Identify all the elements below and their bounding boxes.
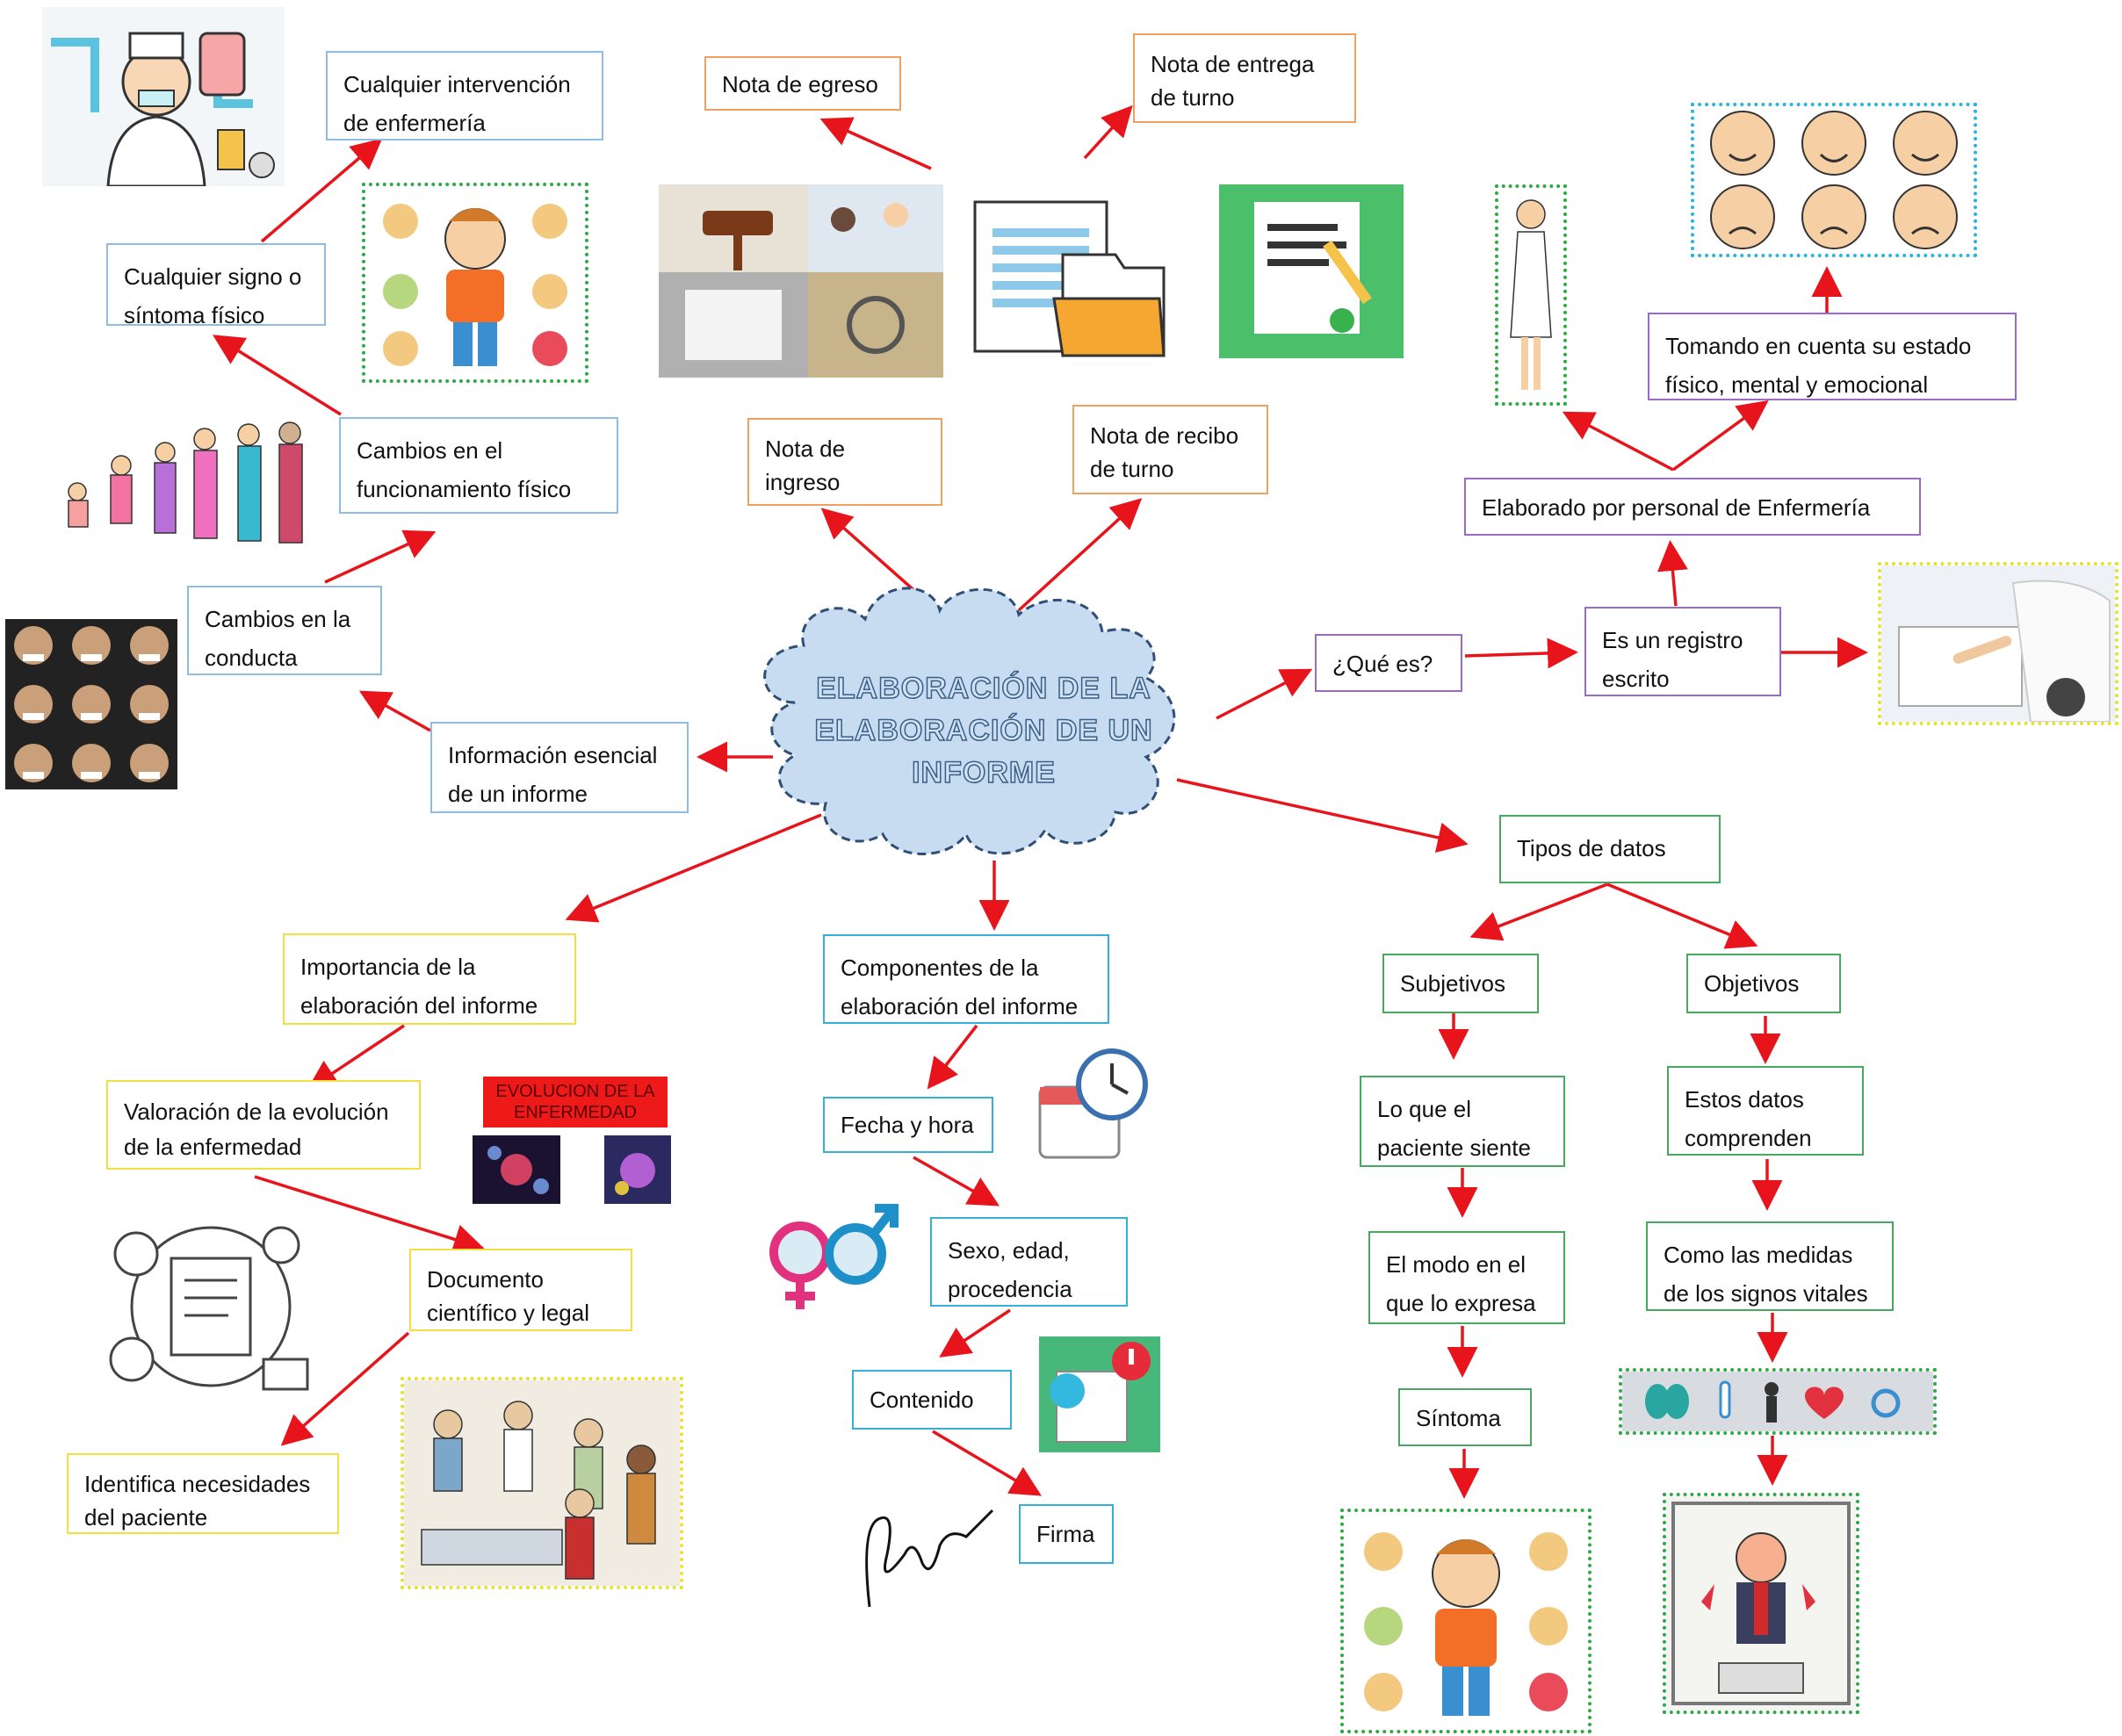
- node-sexo: Sexo, edad, procedencia: [930, 1217, 1128, 1307]
- node-elaborado-label: Elaborado por personal de Enfermería: [1482, 494, 1871, 521]
- node-registro: Es un registro escrito: [1584, 607, 1781, 696]
- node-conducta: Cambios en la conducta: [187, 586, 382, 675]
- node-valoracion: Valoración de la evolución de la enferme…: [106, 1080, 421, 1170]
- node-signo: Cualquier signo o síntoma físico: [106, 243, 326, 328]
- family-generations-icon: [60, 417, 314, 547]
- node-sintoma: Síntoma: [1398, 1388, 1532, 1446]
- node-documento-label: Documento científico y legal: [427, 1266, 589, 1326]
- document-folder-icon: [966, 193, 1173, 362]
- node-subjetivos-label: Subjetivos: [1400, 970, 1505, 997]
- node-tipos-label: Tipos de datos: [1517, 835, 1666, 861]
- node-que-es: ¿Qué es?: [1315, 634, 1462, 692]
- node-tomando-label: Tomando en cuenta su estado físico, ment…: [1665, 333, 1972, 398]
- emotion-faces-icon: [1691, 103, 1977, 257]
- node-intervencion-label: Cualquier intervención de enfermería: [343, 71, 571, 136]
- nurse-icon: [42, 7, 285, 186]
- node-signo-label: Cualquier signo o síntoma físico: [124, 263, 302, 328]
- signature-icon: [843, 1493, 1001, 1624]
- node-conducta-label: Cambios en la conducta: [205, 606, 351, 671]
- calendar-clock-icon: [1031, 1048, 1151, 1163]
- node-fecha: Fecha y hora: [823, 1097, 993, 1153]
- report-cycle-icon: [97, 1210, 327, 1405]
- node-nota-egreso: Nota de egreso: [704, 56, 901, 111]
- node-objetivos: Objetivos: [1686, 954, 1841, 1013]
- vital-signs-icon: [1619, 1368, 1937, 1435]
- node-estos-datos: Estos datos comprenden: [1667, 1066, 1864, 1156]
- speech-question-icon: [1039, 1336, 1160, 1452]
- node-nota-ingreso: Nota de ingreso: [747, 418, 942, 506]
- node-contenido-label: Contenido: [870, 1387, 974, 1413]
- signed-documents-icon: [1219, 184, 1404, 358]
- sick-child-icon: [362, 183, 588, 383]
- node-importancia-label: Importancia de la elaboración del inform…: [300, 954, 538, 1019]
- node-elaborado: Elaborado por personal de Enfermería: [1464, 478, 1921, 536]
- sick-child-icon-bottom: [1340, 1509, 1592, 1733]
- hospital-scene-icon: [401, 1377, 683, 1589]
- node-contenido: Contenido: [852, 1370, 1012, 1430]
- node-tipos: Tipos de datos: [1499, 815, 1721, 883]
- node-funcionamiento: Cambios en el funcionamiento físico: [339, 417, 618, 514]
- node-lo-que: Lo que el paciente siente: [1360, 1076, 1565, 1167]
- node-nota-entrega-label: Nota de entrega de turno: [1151, 51, 1315, 111]
- node-info-esencial-label: Información esencial de un informe: [448, 742, 658, 807]
- node-funcionamiento-label: Cambios en el funcionamiento físico: [357, 437, 572, 502]
- node-intervencion: Cualquier intervención de enfermería: [326, 51, 603, 140]
- standing-nurse-icon: [1495, 184, 1567, 406]
- node-nota-ingreso-label: Nota de ingreso: [765, 436, 846, 495]
- node-modo-label: El modo en el que lo expresa: [1386, 1251, 1536, 1316]
- central-cloud: [763, 587, 1176, 855]
- node-nota-egreso-label: Nota de egreso: [722, 71, 878, 97]
- node-componentes-label: Componentes de la elaboración del inform…: [841, 954, 1079, 1019]
- node-objetivos-label: Objetivos: [1704, 970, 1800, 997]
- central-topic-title: ELABORACIÓN DE LA ELABORACIÓN DE UN INFO…: [814, 671, 1153, 790]
- node-nota-recibo: Nota de recibo de turno: [1072, 405, 1268, 494]
- node-firma-label: Firma: [1036, 1521, 1095, 1547]
- node-componentes: Componentes de la elaboración del inform…: [823, 934, 1109, 1024]
- node-firma: Firma: [1019, 1504, 1114, 1564]
- node-sintoma-label: Síntoma: [1416, 1405, 1501, 1431]
- node-lo-que-label: Lo que el paciente siente: [1377, 1096, 1531, 1161]
- stomach-pain-icon: [1663, 1493, 1859, 1714]
- node-registro-label: Es un registro escrito: [1602, 627, 1743, 692]
- node-sexo-label: Sexo, edad, procedencia: [948, 1237, 1072, 1302]
- faces-grid-icon: [5, 619, 177, 789]
- virus-icon-2: [604, 1135, 671, 1204]
- node-valoracion-label: Valoración de la evolución de la enferme…: [124, 1099, 389, 1160]
- node-subjetivos: Subjetivos: [1382, 954, 1539, 1013]
- node-info-esencial: Información esencial de un informe: [430, 722, 689, 813]
- node-identifica-label: Identifica necesidades del paciente: [84, 1471, 311, 1531]
- node-tomando: Tomando en cuenta su estado físico, ment…: [1648, 313, 2017, 400]
- node-que-es-label: ¿Qué es?: [1332, 651, 1433, 677]
- node-estos-datos-label: Estos datos comprenden: [1685, 1086, 1812, 1151]
- node-modo: El modo en el que lo expresa: [1368, 1231, 1565, 1324]
- virus-icon: [473, 1135, 560, 1204]
- node-identifica: Identifica necesidades del paciente: [67, 1453, 339, 1534]
- node-nota-recibo-label: Nota de recibo de turno: [1090, 422, 1239, 482]
- node-importancia: Importancia de la elaboración del inform…: [283, 933, 576, 1025]
- node-medidas: Como las medidas de los signos vitales: [1646, 1221, 1894, 1311]
- node-medidas-label: Como las medidas de los signos vitales: [1664, 1242, 1868, 1307]
- node-fecha-label: Fecha y hora: [841, 1112, 974, 1138]
- doctor-writing-icon: [1878, 562, 2118, 725]
- gender-symbols-icon: [761, 1199, 903, 1315]
- node-nota-entrega: Nota de entrega de turno: [1133, 33, 1356, 123]
- node-documento: Documento científico y legal: [409, 1249, 632, 1331]
- legal-documents-icon: [659, 184, 943, 378]
- evolucion-banner: EVOLUCION DE LA ENFERMEDAD: [483, 1077, 668, 1127]
